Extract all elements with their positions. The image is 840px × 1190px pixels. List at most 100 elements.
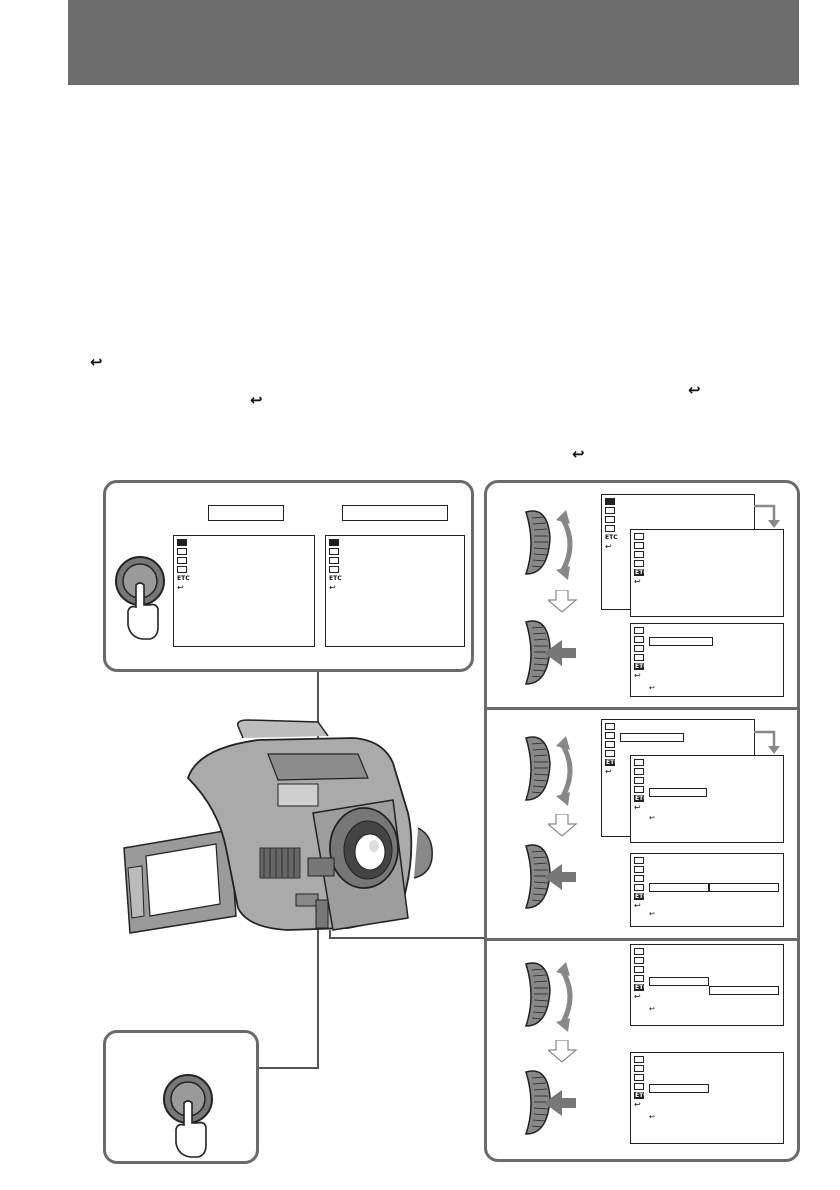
player-set-icon (605, 507, 615, 514)
camera-set-icon (605, 498, 615, 505)
jog-dial-icon[interactable] (522, 960, 582, 1032)
cassette-icon (634, 560, 644, 567)
hollow-down-arrow-icon (548, 1040, 577, 1063)
menu-screen: ETC ↩ (325, 535, 465, 647)
return-arrow-icon: ↩ (605, 542, 612, 551)
menu-screen: ETC ↩ (630, 529, 784, 617)
menu-option-box (709, 883, 779, 892)
jog-dial-icon[interactable] (522, 734, 582, 806)
cassette-icon (329, 566, 339, 573)
cassette-icon (177, 566, 187, 573)
menu-item-box (649, 788, 707, 797)
camcorder-illustration (123, 719, 433, 934)
lcd-set-icon (634, 645, 644, 652)
cassette-icon (634, 975, 644, 982)
etc-label: ETC (605, 534, 618, 541)
section-divider (487, 707, 797, 710)
camera-set-icon (634, 1056, 644, 1063)
lcd-set-icon (177, 557, 187, 564)
menu-screen: ETC ↩ ↩ (630, 853, 784, 927)
etc-label: ETC (634, 893, 648, 900)
etc-label: ETC (634, 663, 648, 670)
return-arrow-icon: ↩ (649, 814, 655, 822)
menu-item-box (649, 883, 709, 892)
player-set-icon (634, 866, 644, 873)
player-set-icon (605, 732, 615, 739)
lcd-set-icon (634, 966, 644, 973)
lcd-set-icon (329, 557, 339, 564)
camera-set-icon (634, 948, 644, 955)
return-arrow-icon: ↩ (90, 353, 103, 371)
step-panel-menu-button: ETC ↩ ETC ↩ (103, 480, 474, 672)
camera-set-icon (634, 627, 644, 634)
menu-change-arrow (754, 730, 780, 754)
menu-option-box (709, 986, 779, 995)
return-arrow-icon: ↩ (688, 381, 701, 399)
cassette-icon (605, 525, 615, 532)
menu-screen: ETC ↩ ↩ (630, 755, 784, 843)
lcd-set-icon (605, 516, 615, 523)
menu-screen: ETC ↩ (173, 535, 315, 647)
return-arrow-icon: ↩ (329, 583, 336, 592)
jog-dial-icon[interactable] (522, 618, 582, 690)
etc-label: ETC (634, 569, 648, 576)
menu-item-box (649, 1084, 709, 1093)
lcd-set-icon (634, 875, 644, 882)
etc-label: ETC (634, 1092, 648, 1099)
return-arrow-icon: ↩ (634, 1100, 641, 1109)
return-arrow-icon: ↩ (634, 992, 641, 1001)
etc-label: ETC (605, 759, 619, 766)
return-arrow-icon: ↩ (634, 803, 641, 812)
cassette-icon (634, 654, 644, 661)
player-set-icon (634, 768, 644, 775)
menu-item-box (649, 637, 713, 646)
header-band (68, 0, 799, 85)
menu-button-icon[interactable] (114, 555, 166, 645)
return-arrow-icon: ↩ (572, 445, 585, 463)
return-arrow-icon: ↩ (649, 684, 655, 692)
etc-label: ETC (177, 575, 190, 582)
cassette-icon (634, 884, 644, 891)
return-arrow-icon: ↩ (649, 1005, 655, 1013)
player-set-icon (634, 1065, 644, 1072)
lcd-set-icon (605, 741, 615, 748)
menu-button-icon[interactable] (162, 1073, 214, 1163)
return-arrow-icon: ↩ (177, 583, 184, 592)
jog-dial-icon[interactable] (522, 842, 582, 914)
player-set-icon (329, 548, 339, 555)
cassette-icon (634, 786, 644, 793)
menu-screen: ETC ↩ ↩ (630, 623, 784, 697)
menu-item-box (649, 977, 709, 986)
return-arrow-icon: ↩ (649, 1113, 655, 1121)
player-set-icon (177, 548, 187, 555)
jog-dial-icon[interactable] (522, 508, 582, 580)
jog-dial-icon[interactable] (522, 1068, 582, 1140)
camera-set-icon (329, 539, 339, 546)
player-set-icon (634, 957, 644, 964)
return-arrow-icon: ↩ (634, 901, 641, 910)
lcd-set-icon (634, 551, 644, 558)
etc-label: ETC (634, 795, 648, 802)
step-panel-menu-button-end (103, 1030, 259, 1164)
camera-set-icon (605, 723, 615, 730)
camera-set-icon (634, 857, 644, 864)
hollow-down-arrow-icon (548, 590, 577, 613)
camera-set-icon (634, 533, 644, 540)
return-arrow-icon: ↩ (634, 671, 641, 680)
player-set-icon (634, 636, 644, 643)
menu-item-box (620, 733, 684, 742)
lcd-set-icon (634, 1074, 644, 1081)
player-set-icon (634, 542, 644, 549)
menu-change-arrow (754, 504, 780, 528)
return-arrow-icon: ↩ (605, 767, 612, 776)
etc-label: ETC (634, 984, 648, 991)
camera-set-icon (177, 539, 187, 546)
etc-label: ETC (329, 575, 342, 582)
hollow-down-arrow-icon (548, 814, 577, 837)
return-arrow-icon: ↩ (634, 577, 641, 586)
cassette-icon (634, 1083, 644, 1090)
return-arrow-icon: ↩ (649, 910, 655, 918)
menu-screen: ETC ↩ ↩ (630, 1052, 784, 1144)
camera-set-icon (634, 759, 644, 766)
return-arrow-icon: ↩ (250, 391, 263, 409)
